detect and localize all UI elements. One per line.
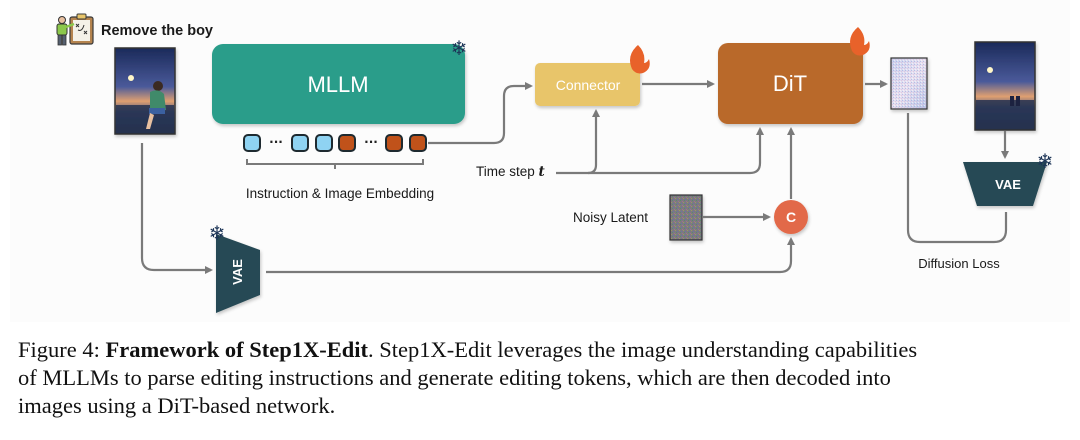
instruction-token <box>315 134 333 152</box>
diffusion-loss-label: Diffusion Loss <box>918 256 1000 271</box>
concat-label: C <box>786 209 796 225</box>
dit-trainable-icon <box>850 27 870 56</box>
mllm-frozen-icon: ❄ <box>451 36 468 60</box>
timestep-label: Time step t <box>476 164 546 180</box>
dit-label: DiT <box>773 71 807 96</box>
vae-target-frozen-icon: ❄ <box>1037 149 1054 173</box>
embedding-bracket <box>246 159 424 169</box>
caption-title: Framework of Step1X-Edit <box>105 337 368 362</box>
token-ellipsis: ··· <box>269 135 283 149</box>
timestep-variable: t <box>539 164 546 180</box>
embedding-tokens: ··· ··· <box>243 134 427 152</box>
arrow-timestep-to-dit <box>588 127 764 175</box>
instructor-icon <box>56 13 94 46</box>
timestep-text: Time step <box>476 164 539 179</box>
vae-encoder-label: VAE <box>230 259 245 285</box>
predicted-image <box>890 57 928 110</box>
connector-block <box>535 63 640 106</box>
concat-node <box>774 200 808 234</box>
noisy-latent-image <box>669 194 703 241</box>
diffusion-loss-line <box>906 113 1008 244</box>
instruction-token <box>243 134 261 152</box>
image-token <box>338 134 356 152</box>
mllm-block <box>212 44 465 124</box>
image-token <box>409 134 427 152</box>
source-image <box>114 47 176 135</box>
image-token <box>385 134 403 152</box>
figure-caption: Figure 4: Framework of Step1X-Edit. Step… <box>18 336 1068 420</box>
noisy-latent-label: Noisy Latent <box>573 210 648 225</box>
connector-label: Connector <box>556 77 621 93</box>
caption-prefix: Figure 4: <box>18 337 106 362</box>
framework-diagram: Remove the boy MLLM ❄ ··· ··· Instruction… <box>56 13 1054 313</box>
vae-encoder-block <box>216 234 260 313</box>
mllm-label: MLLM <box>307 72 368 97</box>
arrow-timestep-to-connector <box>556 109 600 175</box>
token-ellipsis: ··· <box>364 135 378 149</box>
instruction-text: Remove the boy <box>101 23 213 39</box>
arrow-image-to-vae <box>140 143 213 274</box>
dit-block <box>718 43 863 124</box>
arrow-tokens-to-connector <box>428 82 533 145</box>
target-image <box>974 41 1036 131</box>
vae-target-block <box>963 162 1047 206</box>
figure-panel <box>10 0 1070 322</box>
caption-line1: . Step1X-Edit leverages the image unders… <box>367 337 918 362</box>
connector-trainable-icon <box>630 45 650 74</box>
instruction-token <box>291 134 309 152</box>
arrow-vae-to-concat <box>266 237 795 274</box>
vae-target-label: VAE <box>995 177 1021 192</box>
vae-encoder-frozen-icon: ❄ <box>209 221 226 245</box>
caption-line2: of MLLMs to parse editing instructions a… <box>18 365 891 390</box>
embedding-label: Instruction & Image Embedding <box>246 186 434 201</box>
caption-line3: images using a DiT-based network. <box>18 393 336 418</box>
